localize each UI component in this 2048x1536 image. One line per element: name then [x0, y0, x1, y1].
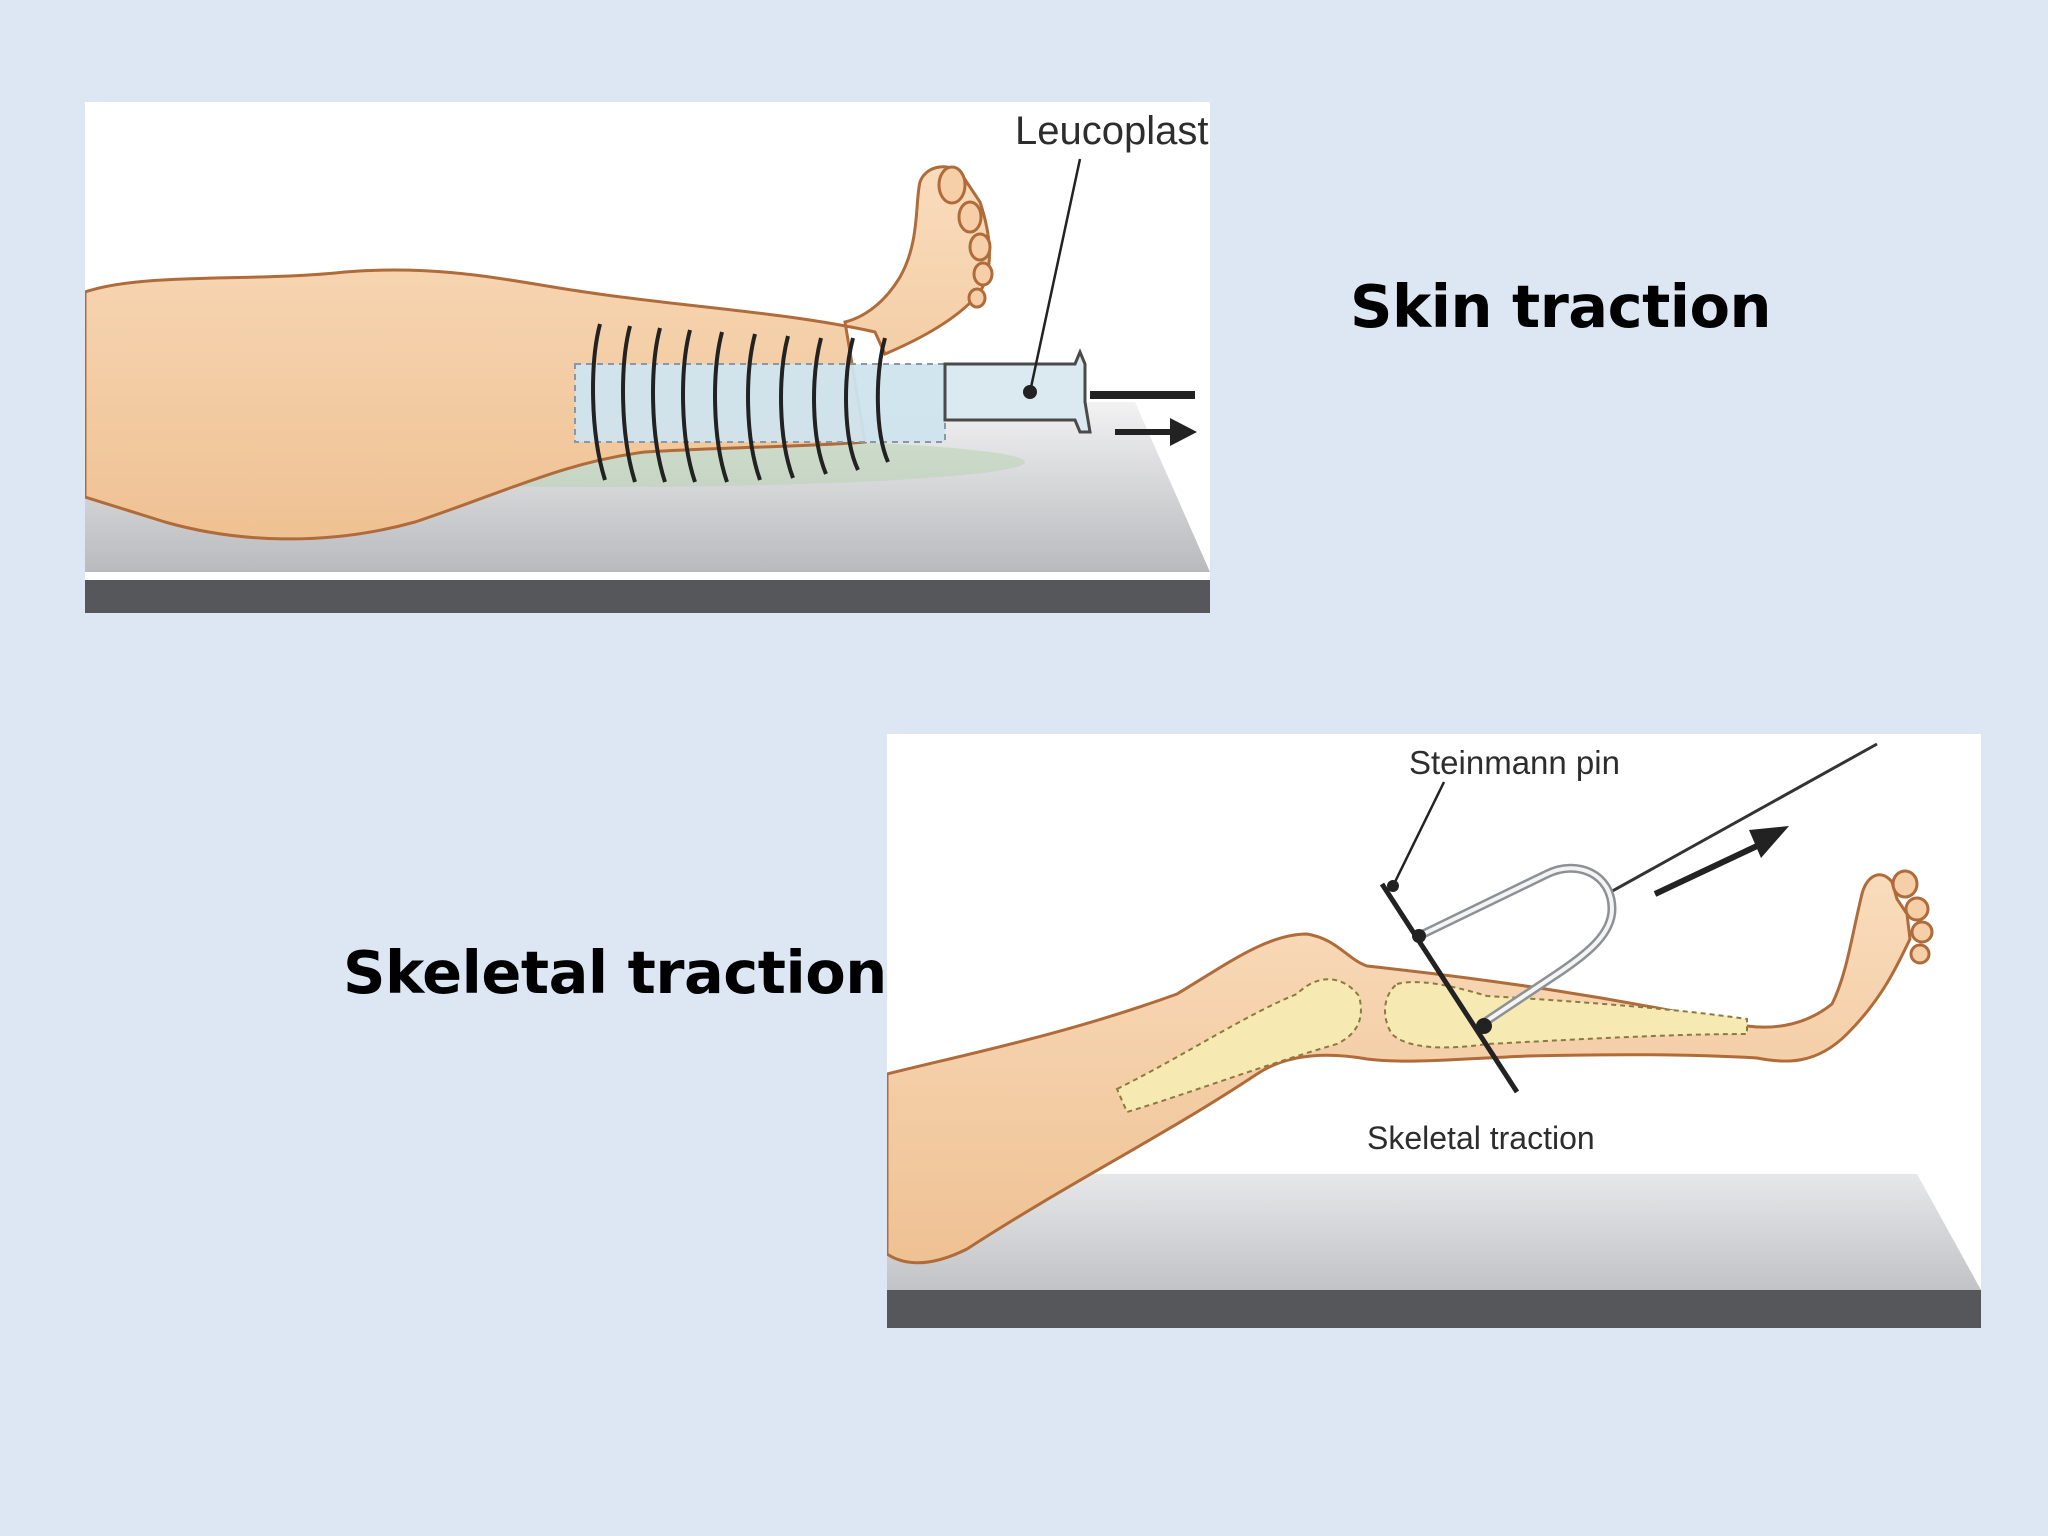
pull-arrow	[1653, 826, 1789, 897]
skeletal-traction-illustration: Steinmann pin Skeletal traction	[887, 742, 1981, 1328]
toes	[937, 165, 994, 309]
traction-cord	[1606, 742, 1878, 896]
bandage-wraps	[591, 323, 890, 483]
leucoplast-strip	[575, 364, 945, 442]
bed-edge	[887, 1290, 1981, 1328]
pull-arrow	[1115, 418, 1197, 446]
steinmann-leader-line	[1391, 781, 1446, 887]
skeletal-traction-figure: Steinmann pin Skeletal traction	[887, 734, 1981, 1328]
bed-surface	[887, 1174, 1981, 1290]
toes	[1891, 869, 1934, 965]
femur-bone	[1115, 978, 1362, 1114]
skin-traction-illustration: Leucoplast	[85, 109, 1210, 613]
bed-edge	[85, 580, 1210, 613]
leg	[887, 873, 1912, 1265]
skeletal-traction-figure-label: Skeletal traction	[1367, 1120, 1595, 1156]
leucoplast-leader-line	[1028, 158, 1082, 393]
leucoplast-label: Leucoplast	[1015, 109, 1208, 153]
steinmann-pin-label: Steinmann pin	[1409, 744, 1620, 781]
spreader-bar	[943, 348, 1092, 434]
skeletal-traction-caption: Skeletal traction	[343, 938, 887, 1007]
leg	[85, 165, 991, 541]
skin-traction-figure: Leucoplast	[85, 102, 1210, 613]
steinmann-pin	[1379, 882, 1520, 1094]
skin-traction-caption: Skin traction	[1350, 272, 1772, 341]
